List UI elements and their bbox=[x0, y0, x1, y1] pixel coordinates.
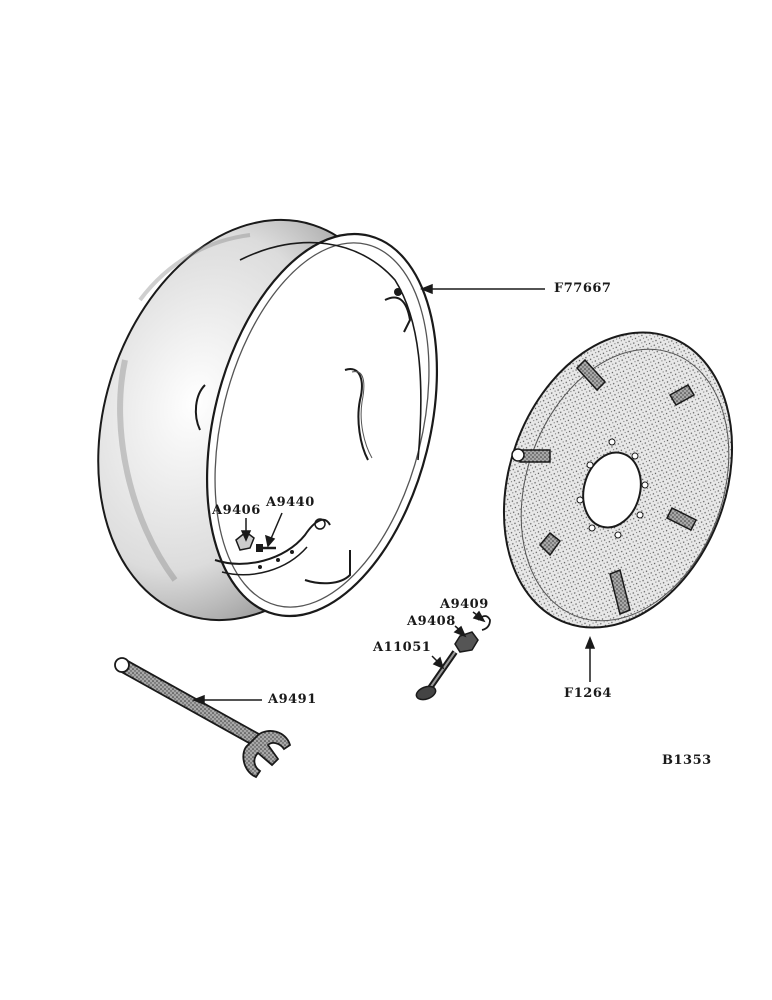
nut bbox=[454, 631, 479, 653]
label-clamp-bolt: A9440 bbox=[266, 495, 315, 510]
arrowhead-clamp-bolt bbox=[264, 534, 276, 548]
arrowhead-nut bbox=[453, 625, 467, 638]
label-stud-bolt: A11051 bbox=[373, 640, 432, 655]
arrowhead-cotter bbox=[472, 610, 486, 623]
stud-bolt bbox=[415, 650, 458, 701]
arrowhead-stud bbox=[432, 656, 445, 670]
arrowhead-wrench bbox=[191, 694, 205, 706]
rim-lug-bottom bbox=[304, 550, 351, 585]
label-nut: A9408 bbox=[407, 614, 456, 629]
rim bbox=[97, 218, 439, 622]
label-center-disc: F1264 bbox=[564, 686, 612, 701]
figure-id: B1353 bbox=[662, 753, 712, 768]
wrench bbox=[114, 657, 292, 779]
label-rim: F77667 bbox=[554, 281, 612, 296]
arrowhead-clamp bbox=[240, 530, 252, 542]
leader-lines bbox=[191, 283, 596, 706]
clamp-bolt bbox=[256, 544, 276, 552]
hub-bolt-holes bbox=[576, 438, 649, 539]
label-cotter-pin: A9409 bbox=[440, 597, 489, 612]
disc-ribs bbox=[519, 358, 698, 616]
rim-lug-right bbox=[344, 368, 373, 461]
label-wrench: A9491 bbox=[268, 692, 317, 707]
rim-lug-left bbox=[194, 384, 206, 431]
label-clamp: A9406 bbox=[212, 503, 261, 518]
center-disc bbox=[502, 331, 734, 629]
arrowhead-disc bbox=[584, 635, 596, 649]
leader-clamp-bolt bbox=[269, 512, 283, 542]
arrowhead-rim bbox=[419, 283, 433, 295]
